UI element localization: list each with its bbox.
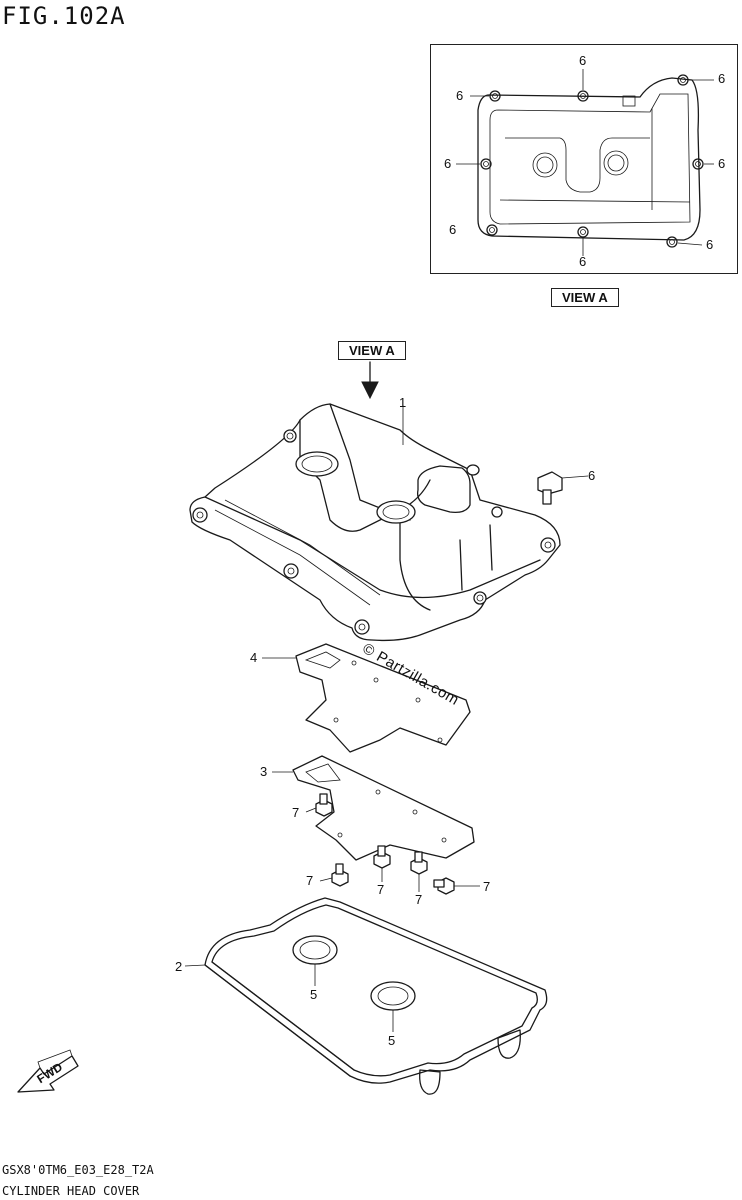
view-a-inset <box>430 44 738 274</box>
callout-6: 6 <box>718 156 726 171</box>
baffle-plate-lower <box>272 755 475 861</box>
view-a-cover-outline <box>456 69 714 256</box>
view-a-leader-lines <box>456 69 714 256</box>
callout-6: 6 <box>444 156 452 171</box>
callout-6: 6 <box>706 237 714 252</box>
baffle-plate-upper <box>262 643 471 753</box>
callout-7: 7 <box>483 879 491 894</box>
view-a-caption: VIEW A <box>551 288 619 307</box>
cover-bolt <box>537 471 589 505</box>
callout-7: 7 <box>292 805 300 820</box>
callout-2: 2 <box>175 959 183 974</box>
figure-code: GSX8'0TM6_E03_E28_T2A <box>2 1163 154 1177</box>
callout-6: 6 <box>588 468 596 483</box>
callout-6: 6 <box>579 53 587 68</box>
fwd-arrow-icon <box>17 1049 79 1093</box>
callout-7: 7 <box>306 873 314 888</box>
cylinder-head-cover <box>189 403 561 642</box>
figure-title: FIG.102A <box>2 2 126 30</box>
view-direction-arrow <box>361 361 379 400</box>
view-a-pointer-label: VIEW A <box>338 341 406 360</box>
callout-7: 7 <box>377 882 385 897</box>
callout-5: 5 <box>388 1033 396 1048</box>
callout-7: 7 <box>415 892 423 907</box>
callout-5: 5 <box>310 987 318 1002</box>
view-a-bolt-holes <box>480 74 704 248</box>
callout-1: 1 <box>399 395 407 410</box>
callout-6: 6 <box>579 254 587 269</box>
callout-3: 3 <box>260 764 268 779</box>
small-bolts <box>305 793 480 895</box>
callout-4: 4 <box>250 650 258 665</box>
callout-6: 6 <box>449 222 457 237</box>
head-cover-gasket <box>184 897 548 1095</box>
figure-name: CYLINDER HEAD COVER <box>2 1184 140 1198</box>
callout-6: 6 <box>718 71 726 86</box>
callout-6: 6 <box>456 88 464 103</box>
